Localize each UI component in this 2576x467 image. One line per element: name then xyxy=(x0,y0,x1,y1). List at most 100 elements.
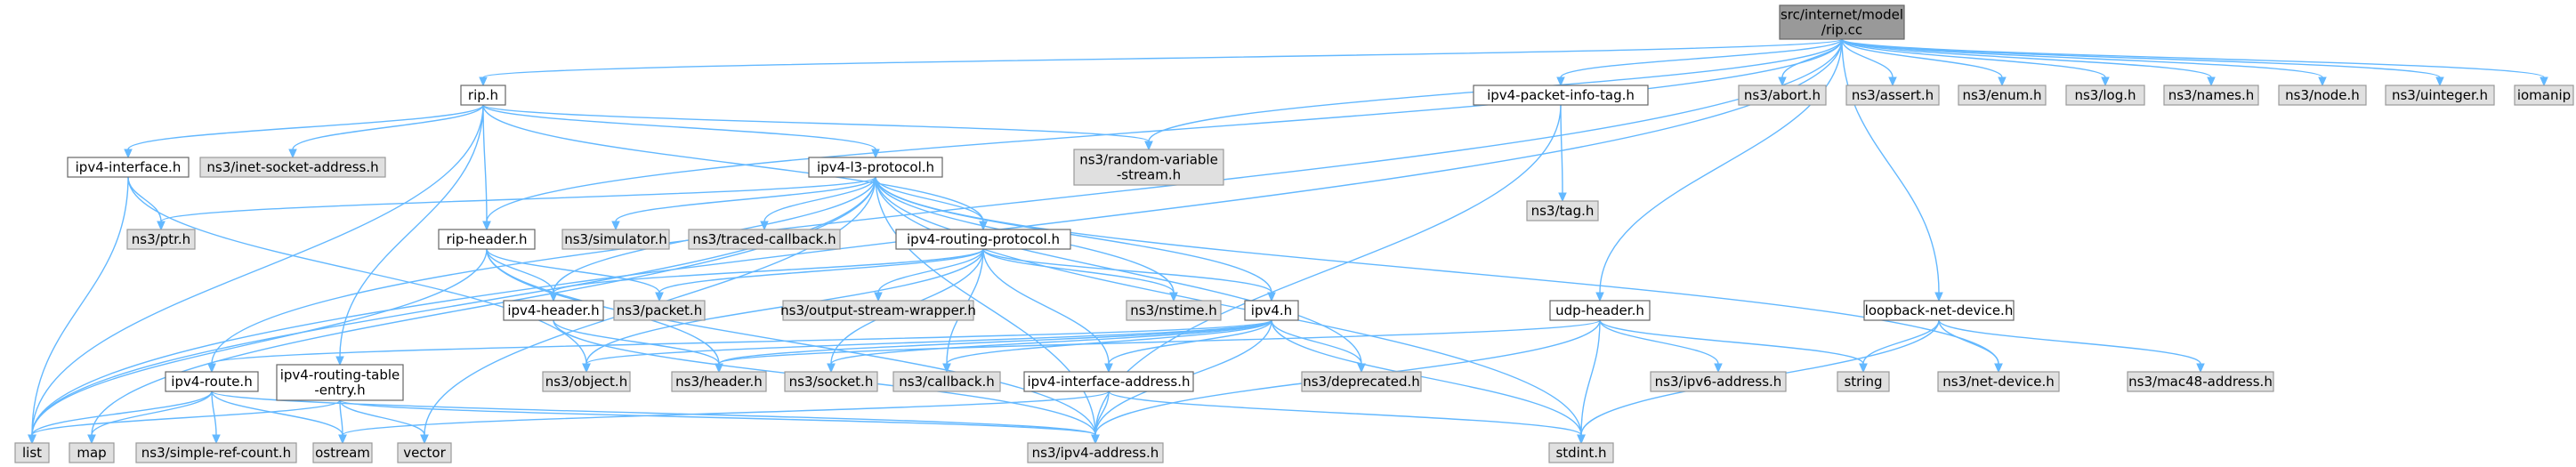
node-box xyxy=(135,442,297,463)
node-label: ns3/deprecated.h xyxy=(1303,374,1420,390)
node-label: ns3/packet.h xyxy=(617,302,702,318)
arrowhead-loopback_net_device_h-to-ns3_net_device_h xyxy=(1994,363,2003,374)
arrowhead-rip_cc-to-rip_h xyxy=(479,76,488,87)
node-rip-h[interactable]: rip.h xyxy=(460,85,506,106)
node-udp-header-h[interactable]: udp-header.h xyxy=(1549,300,1651,321)
edge-ipv4_l3_protocol_h-to-ns3_net_device_h xyxy=(875,176,1999,365)
node-ipv4-route-h[interactable]: ipv4-route.h xyxy=(165,371,259,392)
edge-ipv4_l3_protocol_h-to-ns3_ptr_h xyxy=(160,176,876,222)
edge-rip_h-to-ns3_random_variable_stream_h xyxy=(482,104,1150,142)
node-ipv4-routing-protocol-h[interactable]: ipv4-routing-protocol.h xyxy=(895,229,1071,250)
node-label: iomanip xyxy=(2517,87,2571,103)
arrowhead-ipv4_routing_protocol_h-to-ns3_nstime_h xyxy=(1169,292,1178,302)
node-label: ns3/random-variable xyxy=(1079,152,1218,168)
node-label: ipv4-routing-protocol.h xyxy=(907,231,1060,247)
node-ipv4-header-h[interactable]: ipv4-header.h xyxy=(503,300,604,321)
edge-ipv4_routing_protocol_h-to-ipv4_interface_address_h xyxy=(982,248,1110,365)
arrowhead-ipv4_routing_protocol_h-to-ipv4_header_h xyxy=(549,292,558,302)
arrowhead-ipv4_routing_table_entry_h-to-vector xyxy=(420,434,429,445)
arrowhead-ipv4_l3_protocol_h-to-ns3_simulator_h xyxy=(611,221,620,231)
arrowhead-rip_cc-to-ns3_log_h xyxy=(2101,76,2110,87)
arrowhead-ipv4_route_h-to-ns3_simple_ref_count_h xyxy=(212,434,221,445)
node-box xyxy=(199,157,386,178)
node-box xyxy=(503,300,604,321)
node-iomanip: iomanip xyxy=(2514,85,2574,106)
node-box xyxy=(782,300,974,321)
node-label: -stream.h xyxy=(1117,167,1181,183)
node-box xyxy=(165,371,259,392)
arrowhead-rip_h-to-ns3_inet_socket_address_h xyxy=(288,149,297,159)
node-label: ipv4-interface.h xyxy=(76,159,182,175)
node-label: /rip.cc xyxy=(1821,22,1862,38)
arrowhead-rip_cc-to-ns3_node_h xyxy=(2318,76,2327,87)
arrowhead-rip_h-to-rip_header_h xyxy=(482,221,491,231)
node-rip-header-h[interactable]: rip-header.h xyxy=(438,229,536,250)
node-string: string xyxy=(1837,371,1890,392)
arrowhead-rip_cc-to-loopback_net_device_h xyxy=(1934,292,1943,302)
arrowhead-udp_header_h-to-ns3_header_h xyxy=(715,363,723,374)
node-box xyxy=(561,229,670,250)
node-ns3-assert-h: ns3/assert.h xyxy=(1845,85,1940,106)
node-box xyxy=(808,157,943,178)
edge-rip_cc-to-ns3_assert_h xyxy=(1841,38,1894,78)
node-box xyxy=(1126,300,1222,321)
node-box xyxy=(1526,200,1599,221)
node-label: stdint.h xyxy=(1555,445,1606,461)
arrowhead-ipv4_route_h-to-map xyxy=(87,434,96,445)
edge-loopback_net_device_h-to-ns3_net_device_h xyxy=(1938,319,1999,365)
node-ipv4-interface-h[interactable]: ipv4-interface.h xyxy=(67,157,190,178)
node-box xyxy=(276,364,404,401)
node-label: ns3/uinteger.h xyxy=(2392,87,2488,103)
arrowhead-ipv4_routing_protocol_h-to-ipv4_h xyxy=(1267,292,1276,302)
edge-ipv4_interface_h-to-list xyxy=(31,176,129,436)
node-ns3-enum-h: ns3/enum.h xyxy=(1958,85,2047,106)
arrowhead-rip_h-to-ipv4_routing_table_entry_h xyxy=(335,356,344,366)
edge-ipv4_routing_table_entry_h-to-vector xyxy=(339,399,425,436)
node-box xyxy=(1845,85,1940,106)
node-label: udp-header.h xyxy=(1555,302,1644,318)
node-ipv4-l3-protocol-h[interactable]: ipv4-l3-protocol.h xyxy=(808,157,943,178)
edge-udp_header_h-to-ns3_ipv6_address_h xyxy=(1599,319,1719,365)
edge-ipv4_routing_protocol_h-to-ipv4_header_h xyxy=(553,248,984,294)
node-loopback-net-device-h[interactable]: loopback-net-device.h xyxy=(1863,300,2015,321)
node-box xyxy=(1023,371,1194,392)
arrowhead-rip_h-to-ns3_random_variable_stream_h xyxy=(1144,141,1153,151)
node-label: ipv4-packet-info-tag.h xyxy=(1487,87,1635,103)
edge-ipv4_interface_address_h-to-ns3_ipv4_address_h xyxy=(1094,391,1110,436)
edge-ipv4_h-to-ipv4_interface_address_h xyxy=(1108,319,1272,365)
node-box xyxy=(1301,371,1422,392)
edge-rip_cc-to-udp_header_h xyxy=(1599,38,1843,294)
edge-ipv4_route_h-to-list xyxy=(31,391,213,436)
node-box xyxy=(895,229,1071,250)
node-ns3-packet-h: ns3/packet.h xyxy=(613,300,706,321)
node-box xyxy=(1549,300,1651,321)
arrowhead-rip_cc-to-ns3_abort_h xyxy=(1778,76,1787,87)
node-label: list xyxy=(22,445,42,461)
node-ns3-traced-callback-h: ns3/traced-callback.h xyxy=(688,229,841,250)
edge-ipv4_routing_protocol_h-to-ipv4_h xyxy=(982,248,1272,294)
edge-ipv4_interface_h-to-ns3_object_h xyxy=(127,176,587,365)
node-ipv4-h[interactable]: ipv4.h xyxy=(1244,300,1299,321)
node-label: loopback-net-device.h xyxy=(1865,302,2014,318)
edge-rip_cc-to-ns3_log_h xyxy=(1841,38,2106,78)
edge-ipv4_interface_address_h-to-ostream xyxy=(342,391,1110,436)
node-ipv4-packet-info-tag-h[interactable]: ipv4-packet-info-tag.h xyxy=(1473,85,1649,106)
node-label: ipv4-route.h xyxy=(171,374,252,390)
edge-ipv4_route_h-to-ns3_simple_ref_count_h xyxy=(211,391,217,436)
node-label: ns3/ipv6-address.h xyxy=(1655,374,1782,390)
edge-udp_header_h-to-stdint_h xyxy=(1580,319,1601,436)
edge-ipv4_h-to-stdint_h xyxy=(1271,319,1582,436)
node-ipv4-routing-table-entry-h[interactable]: ipv4-routing-table-entry.h xyxy=(276,364,404,401)
arrowhead-ipv4_interface_address_h-to-ns3_ipv4_address_h xyxy=(1091,434,1100,445)
edge-rip_h-to-ipv4_routing_protocol_h xyxy=(482,104,984,222)
edge-rip_header_h-to-ns3_packet_h xyxy=(486,248,660,294)
node-label: ipv4-header.h xyxy=(507,302,599,318)
node-box xyxy=(1779,4,1905,40)
node-label: ns3/ipv4-address.h xyxy=(1032,445,1159,461)
node-ipv4-interface-address-h[interactable]: ipv4-interface-address.h xyxy=(1023,371,1194,392)
arrowhead-rip_h-to-ipv4_interface_h xyxy=(124,149,133,159)
node-box xyxy=(1073,149,1224,186)
arrowhead-ipv4_h-to-ipv4_route_h xyxy=(207,363,216,374)
node-label: ns3/simulator.h xyxy=(564,231,667,247)
